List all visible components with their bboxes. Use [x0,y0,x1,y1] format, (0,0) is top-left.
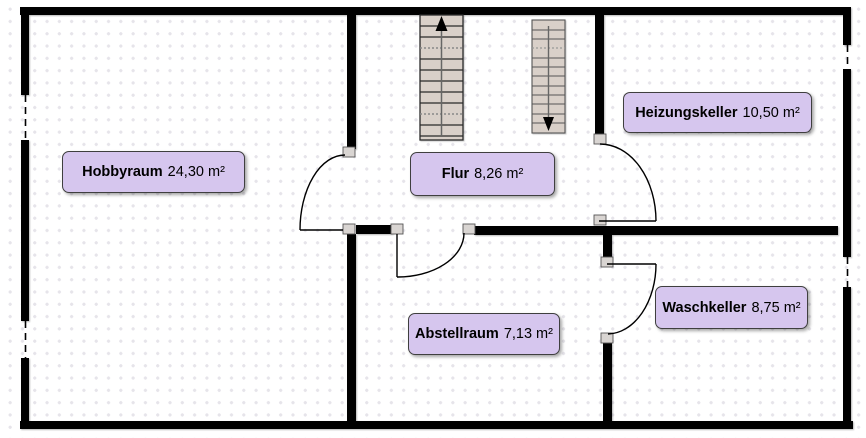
wall-mid-horizontal-right [474,226,838,235]
room-area: 8,26 m² [474,166,524,182]
room-label-hobbyraum[interactable]: Hobbyraum 24,30 m² [62,151,245,193]
room-area: 10,50 m² [742,104,800,121]
door-hobbyraum [299,154,346,231]
wall-outer-right-upper [843,7,851,45]
staircase-down [531,19,566,134]
stair-up-arrow-icon [435,16,448,31]
door-abstellraum [396,232,465,278]
room-name: Flur [441,166,470,182]
door-jamb [600,256,614,268]
door-jamb [600,332,614,344]
door-jamb [593,133,607,145]
stair-down-arrow-icon [543,117,554,131]
door-jambs-group [342,133,614,344]
wall-hobbyraum-flur-upper [347,15,356,149]
wall-outer-right-middle [843,69,851,257]
room-label-heizungskeller[interactable]: Heizungskeller 10,50 m² [623,92,812,133]
door-jamb [390,223,404,235]
room-name: Heizungskeller [635,104,738,121]
door-jamb [462,223,476,235]
wall-outer-top [20,7,851,15]
room-area: 24,30 m² [167,164,225,180]
wall-outer-left-upper [21,7,29,95]
walls-group [20,7,853,429]
room-label-waschkeller[interactable]: Waschkeller 8,75 m² [655,286,808,329]
door-jamb [342,223,356,235]
wall-mid-horizontal-left [356,225,393,234]
room-name: Hobbyraum [82,164,163,180]
wall-flur-heizungskeller [595,15,604,135]
door-jamb [593,214,607,226]
room-label-abstellraum[interactable]: Abstellraum 7,13 m² [408,313,560,355]
door-waschkeller [607,263,657,335]
staircase-up [419,14,464,141]
wall-outer-bottom [20,421,853,429]
room-name: Waschkeller [662,299,747,316]
wall-hobbyraum-abstellraum-lower [347,234,356,421]
wall-outer-left-lower [21,358,29,425]
room-area: 8,75 m² [751,299,801,316]
doors-group [299,143,657,335]
wall-outer-left-middle [21,140,29,321]
wall-abstellraum-waschkeller-upper [603,235,612,260]
wall-abstellraum-waschkeller-lower [603,343,612,421]
door-heizungskeller [599,143,657,222]
wall-outer-right-lower [843,287,851,421]
room-area: 7,13 m² [503,326,553,342]
stairs-group [419,14,566,141]
room-label-flur[interactable]: Flur 8,26 m² [410,152,555,196]
windows-group [24,45,849,358]
door-jamb [342,146,356,158]
room-name: Abstellraum [415,326,499,342]
